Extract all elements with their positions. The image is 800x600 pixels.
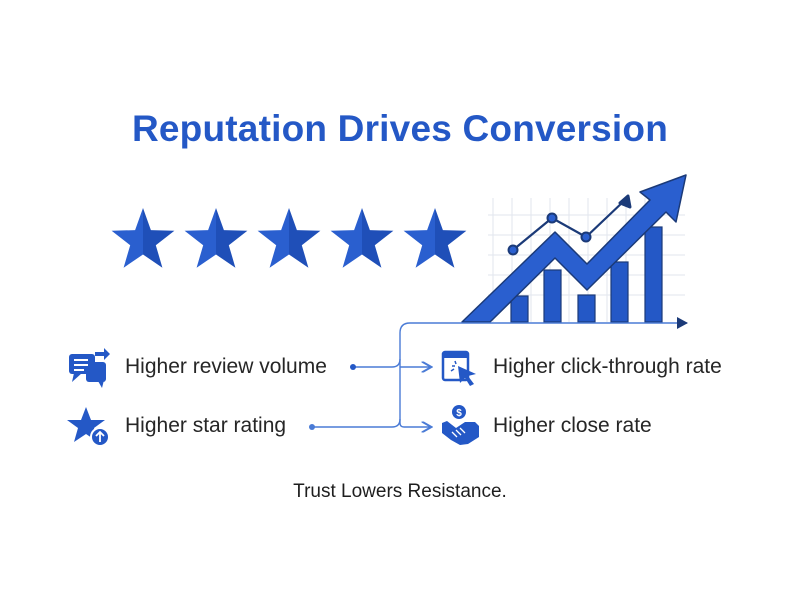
star-icon xyxy=(330,208,394,268)
star-icon xyxy=(111,208,175,268)
star-up-icon xyxy=(67,407,110,447)
star-rating xyxy=(111,208,467,268)
input-label-star-rating: Higher star rating xyxy=(125,414,287,437)
footer-tagline: Trust Lowers Resistance. xyxy=(293,481,507,502)
star-icon xyxy=(403,208,467,268)
svg-text:$: $ xyxy=(456,408,462,419)
browser-cursor-icon xyxy=(441,350,476,386)
chat-bubbles-icon xyxy=(69,348,110,388)
outcome-label-click-through: Higher click-through rate xyxy=(493,355,722,378)
star-icon xyxy=(184,208,248,268)
handshake-dollar-icon: $ xyxy=(442,405,479,445)
growth-chart-icon xyxy=(461,174,687,323)
input-label-review-volume: Higher review volume xyxy=(125,355,327,378)
connector-lines xyxy=(312,322,687,427)
outcome-label-close-rate: Higher close rate xyxy=(493,414,652,437)
page-title: Reputation Drives Conversion xyxy=(131,108,669,149)
star-icon xyxy=(257,208,321,268)
